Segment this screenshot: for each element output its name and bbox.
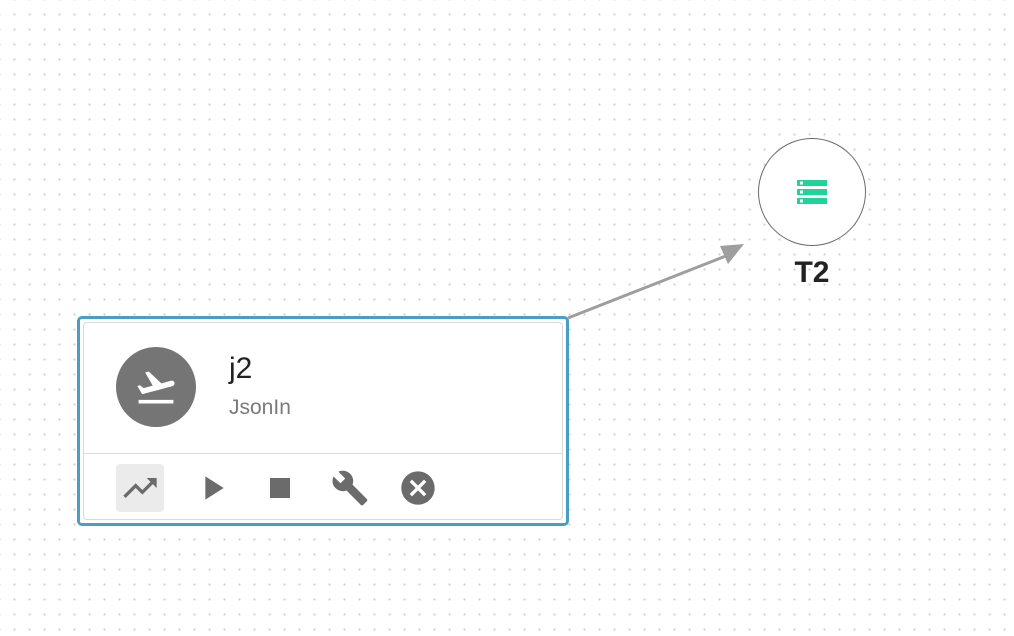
- job-toolbar: [84, 454, 562, 519]
- job-node[interactable]: j2 JsonIn: [77, 316, 569, 526]
- stop-button[interactable]: [256, 464, 304, 512]
- connection-line: [567, 250, 737, 320]
- cancel-circle-icon: [401, 471, 435, 505]
- configure-button[interactable]: [326, 464, 374, 512]
- play-icon: [205, 476, 224, 500]
- table-label: T2: [794, 256, 830, 289]
- job-avatar: [116, 347, 196, 427]
- storage-icon: [797, 180, 827, 204]
- metrics-button[interactable]: [116, 464, 164, 512]
- job-node-header[interactable]: j2 JsonIn: [84, 323, 562, 454]
- job-type: JsonIn: [229, 396, 291, 419]
- remove-button[interactable]: [394, 464, 442, 512]
- wrench-icon: [332, 470, 368, 506]
- trending-up-icon: [123, 478, 157, 498]
- flight-takeoff-icon: [137, 371, 175, 404]
- start-button[interactable]: [188, 464, 236, 512]
- table-node[interactable]: [758, 138, 866, 246]
- job-node-card: j2 JsonIn: [83, 322, 563, 520]
- job-name: j2: [229, 352, 253, 385]
- stop-icon: [270, 478, 290, 498]
- connection-arrowhead: [720, 244, 744, 264]
